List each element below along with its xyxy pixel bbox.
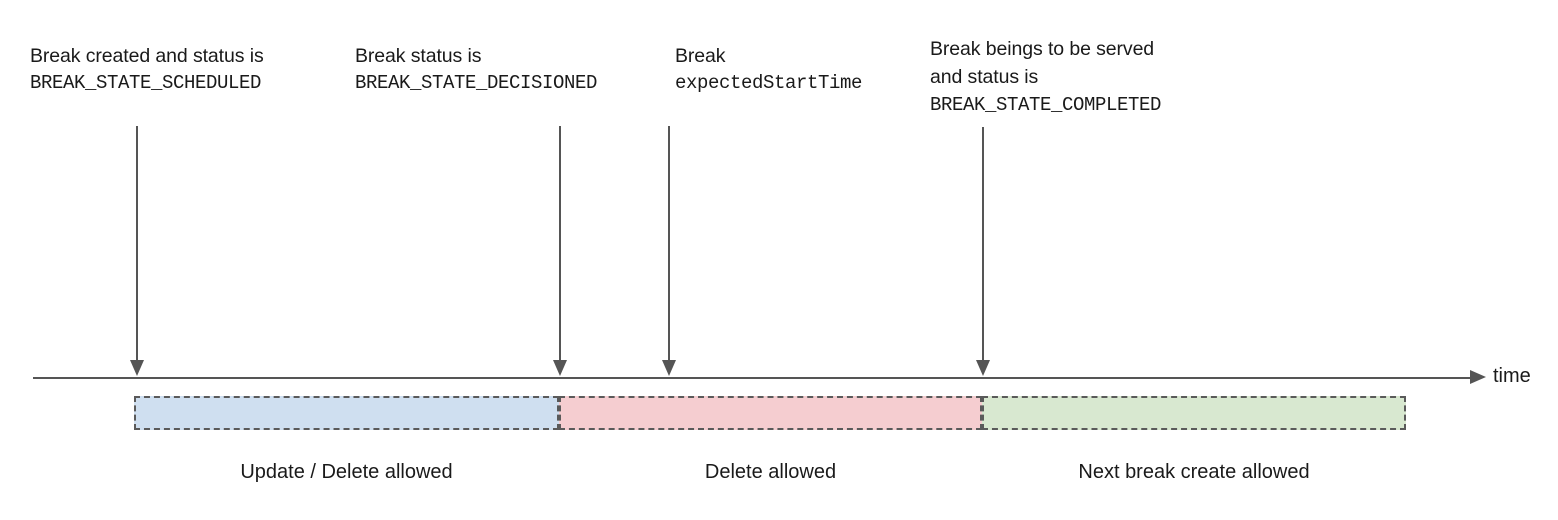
annotation-line: expectedStartTime: [675, 72, 863, 95]
pointer-arrow-completed: [976, 127, 990, 376]
arrow-stem: [668, 126, 670, 362]
annotation-line: and status is: [930, 66, 1039, 89]
arrow-head-down-icon: [662, 360, 676, 376]
time-axis-label: time: [1493, 365, 1531, 387]
annotation-line: Break: [675, 45, 726, 67]
phase-caption-update-delete: Update / Delete allowed: [240, 461, 453, 483]
annotation-line: BREAK_STATE_DECISIONED: [355, 72, 598, 95]
arrow-head-down-icon: [976, 360, 990, 376]
pointer-arrow-scheduled: [130, 126, 144, 376]
annotation-line: Break beings to be served: [930, 38, 1155, 60]
pointer-arrow-decisioned: [553, 126, 567, 376]
annotation-label-completed: Break beings to be served and status is BR…: [930, 35, 1161, 119]
arrow-stem: [982, 127, 984, 362]
annotation-line: Break status is: [355, 45, 482, 67]
arrow-stem: [559, 126, 561, 362]
annotation-label-decisioned: Break status is BREAK_STATE_DECISIONED: [355, 42, 597, 98]
time-axis-line: [33, 377, 1470, 379]
annotation-line: BREAK_STATE_COMPLETED: [930, 93, 1162, 116]
phase-bar-update-delete: [134, 396, 559, 430]
pointer-arrow-expected-start-time: [662, 126, 676, 376]
annotation-line: Break created and status is: [30, 45, 264, 67]
arrow-head-down-icon: [553, 360, 567, 376]
annotation-label-scheduled: Break created and status is BREAK_STATE_S…: [30, 42, 264, 98]
phase-bar-next-break-create: [982, 396, 1406, 430]
arrow-stem: [136, 126, 138, 362]
phase-bar-delete-only: [559, 396, 982, 430]
annotation-line: BREAK_STATE_SCHEDULED: [30, 72, 262, 95]
time-axis-arrow-head-icon: [1470, 370, 1486, 385]
phase-caption-delete-only: Delete allowed: [704, 461, 837, 483]
arrow-head-down-icon: [130, 360, 144, 376]
annotation-label-expected-start-time: Break expectedStartTime: [675, 42, 862, 98]
phase-caption-next-break-create: Next break create allowed: [1078, 461, 1310, 483]
